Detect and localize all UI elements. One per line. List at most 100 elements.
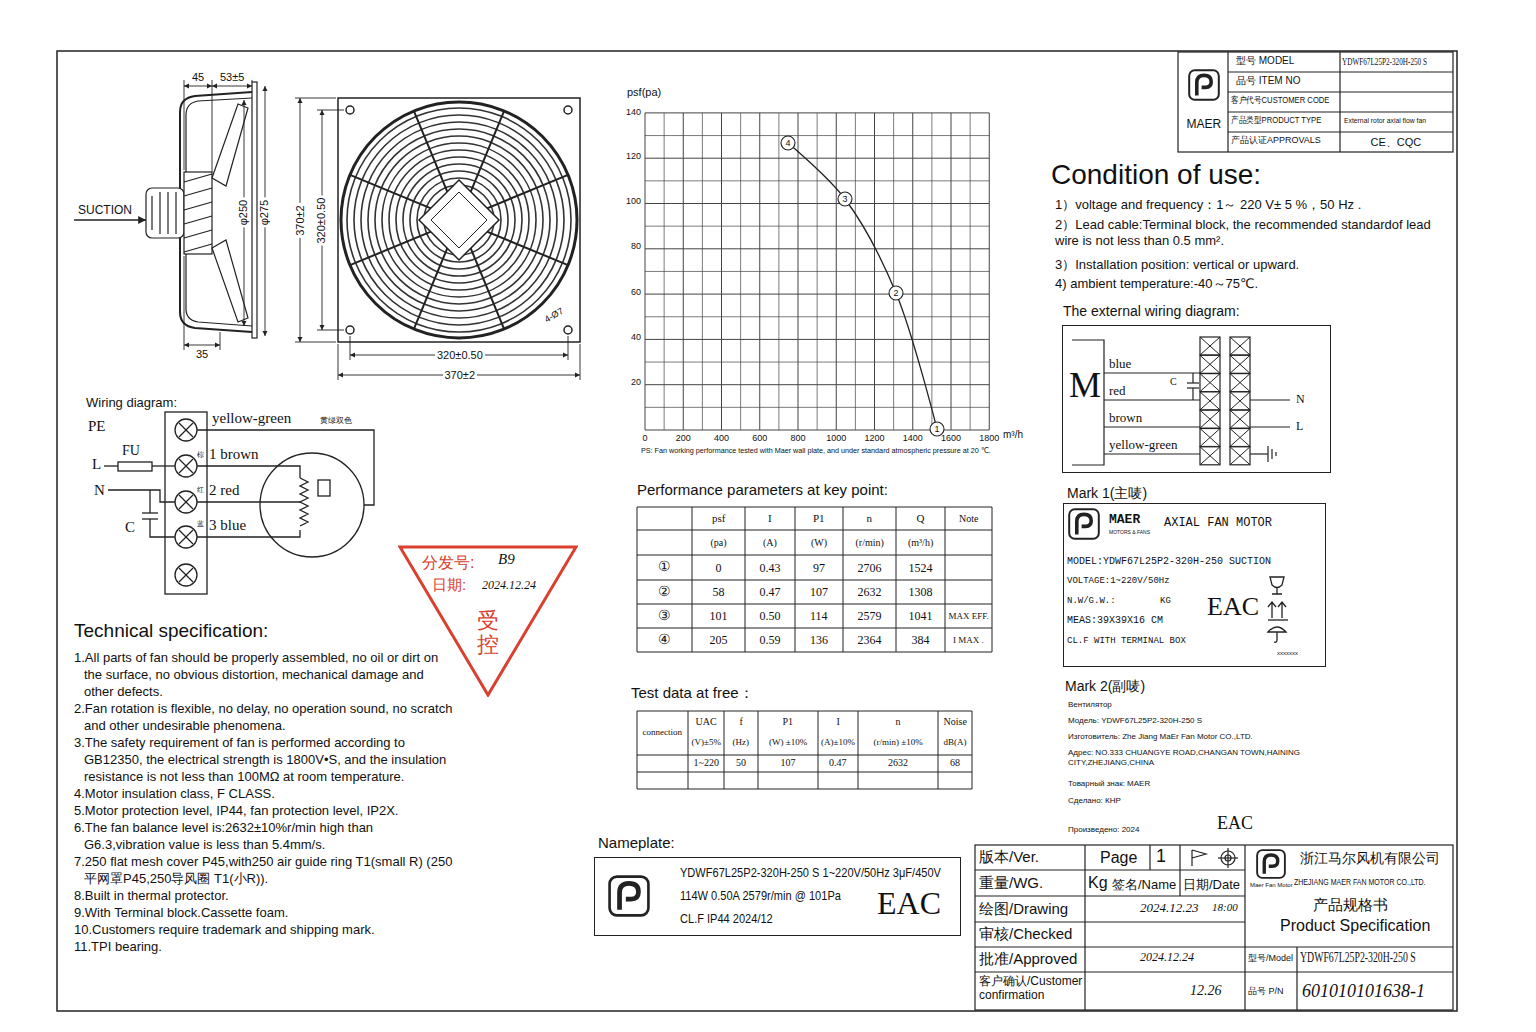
table-line [637, 789, 972, 790]
dimension-text: 370±2 [443, 369, 478, 382]
axis-label: 60 [631, 287, 641, 298]
table-cell: Note [959, 513, 978, 525]
dimension-line [580, 344, 581, 380]
dimension-text: φ275 [258, 197, 271, 227]
wire-label: PE [88, 417, 106, 435]
wire-label: Wiring diagram: [86, 395, 177, 411]
table-cell: I [837, 716, 840, 728]
shipping-mark-text: Изготовитель: Zhe Jiang MaEr Fan Motor C… [1068, 732, 1253, 742]
wiring-diagram [104, 412, 374, 594]
table-cell: P1 [813, 512, 825, 525]
title-block-lines [1227, 848, 1228, 868]
axis-label: 120 [626, 151, 641, 162]
page-frame [57, 51, 1457, 1011]
table-cell: dB(A) [944, 737, 967, 748]
box-text: B9 [498, 550, 515, 568]
callout-number: 1 [935, 424, 940, 435]
fan-side-view [180, 92, 252, 332]
terminal [1200, 410, 1220, 428]
wiring-diagram [118, 462, 152, 471]
spec-item: 8.Built in thermal protector. [74, 888, 454, 905]
table-cell: 58 [713, 585, 725, 599]
guard-ring [341, 102, 577, 338]
terminal [179, 495, 193, 509]
axis-label: 100 [626, 196, 641, 207]
dimension-line [184, 86, 212, 87]
title-block-text: 型号/Model [1248, 953, 1293, 964]
dimension-line [220, 332, 221, 350]
title-block-lines [1178, 52, 1453, 152]
grid-line [645, 294, 989, 295]
wire-label: L [92, 455, 101, 473]
terminal [1230, 355, 1250, 373]
grid-line [645, 112, 989, 113]
guard-ring [368, 129, 550, 311]
grid-line [645, 384, 989, 385]
axis-label: psf(pa) [627, 86, 661, 99]
dimension-text: 35 [196, 348, 208, 361]
table-cell: 1~220 [694, 757, 719, 769]
terminal [175, 564, 197, 586]
fan-front-view [564, 326, 572, 334]
wiring-diagram [149, 490, 150, 513]
control-stamp: 分发号:B9日期:2024.12.24受控 [398, 545, 578, 697]
terminal [1200, 429, 1220, 447]
box-text: 114W 0.50A 2579r/min @ 101Pa [680, 888, 841, 904]
wiring-diagram [260, 453, 364, 557]
title-block-text: 型号 MODEL [1236, 55, 1294, 67]
axis-label: m³/h [1003, 429, 1023, 441]
guard-ring [396, 157, 522, 283]
box-text: VOLTAGE:1~220V/50Hz [1067, 576, 1170, 587]
terminal [1200, 447, 1220, 465]
table-cell: 97 [813, 561, 825, 575]
external-wiring [1104, 399, 1200, 400]
axis-label: 600 [752, 433, 767, 444]
table-heading: Test data at free： [631, 684, 754, 702]
table-cell: (pa) [711, 537, 727, 549]
wiring-diagram [142, 512, 158, 513]
title-block-text: Page [1100, 848, 1137, 867]
terminal [1200, 374, 1220, 392]
package-symbols [1268, 627, 1286, 642]
table-line [637, 530, 992, 531]
table-cell: 1041 [909, 609, 933, 623]
table-line [818, 711, 819, 789]
spec-item: 1.All parts of fan should be properly as… [74, 650, 454, 701]
terminal [179, 530, 193, 544]
fan-front-view [338, 98, 580, 342]
wiring-diagram [197, 466, 300, 478]
fan-side-view [175, 192, 176, 234]
wire-label: FU [122, 443, 140, 460]
wiring-diagram [150, 519, 175, 537]
table-line [637, 711, 972, 712]
shipping-mark-text: Товарный знак: MAER [1068, 779, 1150, 789]
grid-line [645, 158, 989, 159]
title-block-text: 客户代号CUSTOMER CODE [1231, 95, 1329, 106]
spec-item: 7.250 flat mesh cover P45,with250 air gu… [74, 854, 454, 888]
title-block-text: MAER [1187, 117, 1222, 131]
spec-heading: Technical specification: [74, 620, 268, 643]
table-cell: (m³/h) [908, 537, 933, 549]
title-block-lines [1228, 111, 1453, 112]
dimension-text: SUCTION [78, 203, 132, 217]
wire-label: 棕 [197, 451, 204, 459]
title-block-text: 重量/WG. [979, 874, 1043, 892]
axis-label: 40 [631, 332, 641, 343]
terminal [1200, 429, 1220, 447]
table-cell: 2579 [858, 609, 882, 623]
table-line [972, 711, 973, 789]
wiring-diagram [165, 412, 207, 594]
shipping-mark-text: EAC [1217, 813, 1253, 835]
dimension-line [74, 80, 580, 380]
title-block-lines [1192, 850, 1206, 866]
maer-logo [1257, 850, 1285, 878]
spec-item: 6.The fan balance level is:2632±10%r/min… [74, 820, 454, 854]
table-line [637, 772, 972, 773]
table-cell: 384 [912, 633, 930, 647]
fan-front-view [338, 98, 580, 342]
terminal [1200, 374, 1220, 392]
condition-text: 1）voltage and frequency：1～ 220 V± 5 %，50… [1055, 197, 1361, 213]
spec-item: 4.Motor insulation class, F CLASS. [74, 786, 454, 803]
fan-side-view [252, 82, 257, 338]
terminal [1200, 374, 1220, 392]
